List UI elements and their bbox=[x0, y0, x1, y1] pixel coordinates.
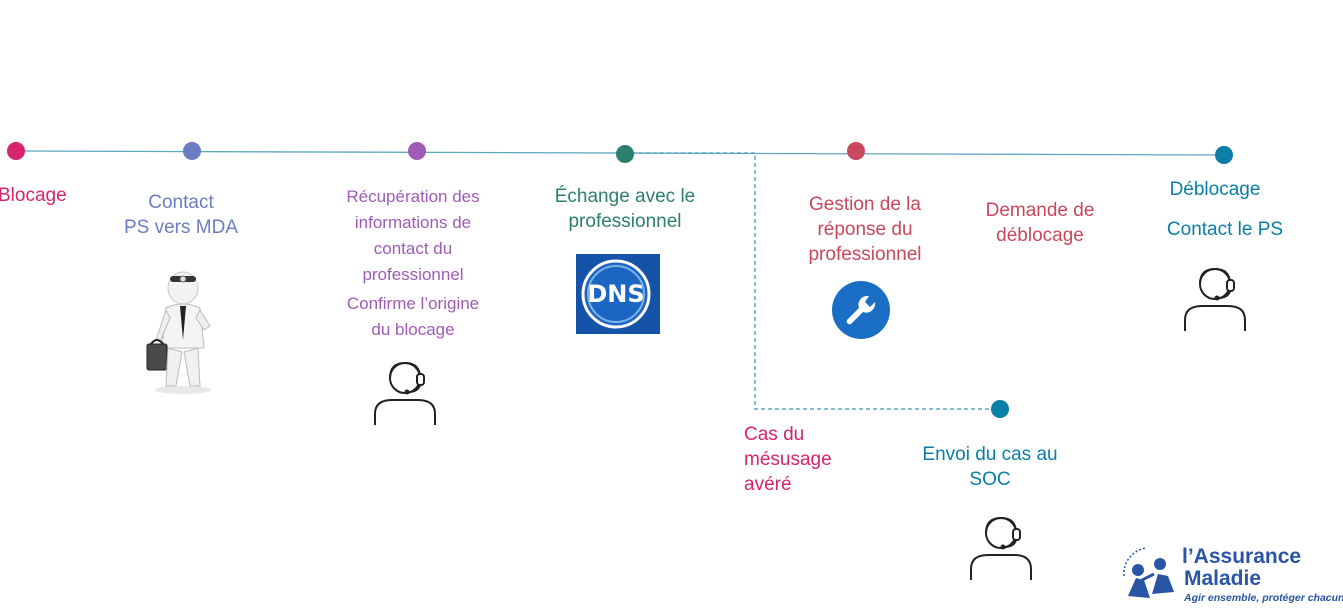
recup-line1: Récupération des bbox=[346, 187, 480, 206]
cas-line1: Cas du bbox=[744, 424, 805, 445]
label-confirme: Confirme l’origine du blocage bbox=[323, 291, 503, 343]
confirme-line2: du blocage bbox=[371, 320, 455, 339]
label-deblocage: Déblocage bbox=[1140, 177, 1290, 202]
label-envoi-soc: Envoi du cas au SOC bbox=[900, 442, 1080, 492]
dot-echange bbox=[616, 145, 634, 163]
headset-agent-icon bbox=[970, 516, 1032, 580]
contact-line1: Contact bbox=[148, 192, 214, 213]
dot-deblocage bbox=[1215, 146, 1233, 164]
label-contact-ps: Contact le PS bbox=[1140, 217, 1310, 242]
label-blocage: Blocage bbox=[0, 183, 78, 208]
gestion-line1: Gestion de la bbox=[809, 194, 921, 215]
contact-line2: PS vers MDA bbox=[123, 217, 239, 238]
dns-icon: DNS bbox=[576, 254, 660, 334]
logo-line1: l’Assurance bbox=[1182, 545, 1302, 568]
label-gestion: Gestion de la réponse du professionnel bbox=[780, 192, 950, 267]
blocage-text: Blocage bbox=[0, 185, 67, 206]
branch-dashed-line bbox=[625, 152, 1000, 410]
gestion-line2: réponse du bbox=[817, 219, 913, 240]
assurance-maladie-logo: l’Assurance Maladie Agir ensemble, proté… bbox=[1116, 540, 1343, 610]
label-contact: Contact PS vers MDA bbox=[96, 190, 266, 240]
label-demande: Demande de déblocage bbox=[960, 198, 1120, 248]
doctor-figure-icon bbox=[146, 271, 211, 394]
label-cas-mesusage: Cas du mésusage avéré bbox=[744, 422, 864, 497]
dot-recuperation bbox=[408, 142, 426, 160]
dns-badge-text: DNS bbox=[587, 280, 645, 308]
confirme-line1: Confirme l’origine bbox=[346, 294, 480, 313]
label-echange: Échange avec le professionnel bbox=[530, 184, 720, 234]
dot-contact bbox=[183, 142, 201, 160]
logo-figures-icon bbox=[1123, 547, 1174, 598]
envoi-line1: Envoi du cas au bbox=[922, 444, 1058, 465]
demande-line1: Demande de bbox=[985, 200, 1095, 221]
headset-agent-icon bbox=[1184, 267, 1246, 331]
wrench-icon bbox=[832, 281, 890, 339]
recup-line3: contact du bbox=[373, 239, 453, 258]
deblocage-text: Déblocage bbox=[1169, 179, 1261, 200]
dot-blocage bbox=[7, 142, 25, 160]
cas-line2: mésusage bbox=[744, 449, 832, 470]
demande-line2: déblocage bbox=[996, 225, 1084, 246]
logo-tagline: Agir ensemble, protéger chacun bbox=[1184, 592, 1343, 604]
contact-ps-text: Contact le PS bbox=[1166, 219, 1284, 240]
headset-agent-icon bbox=[374, 361, 436, 425]
cas-line3: avéré bbox=[744, 474, 792, 495]
label-recuperation: Récupération des informations de contact… bbox=[323, 184, 503, 288]
echange-line1: Échange avec le bbox=[554, 186, 696, 207]
logo-line2: Maladie bbox=[1184, 567, 1262, 590]
echange-line2: professionnel bbox=[568, 211, 682, 232]
dot-gestion bbox=[847, 142, 865, 160]
envoi-line2: SOC bbox=[969, 469, 1011, 490]
gestion-line3: professionnel bbox=[808, 244, 922, 265]
dot-envoi-soc bbox=[991, 400, 1009, 418]
recup-line2: informations de bbox=[354, 213, 472, 232]
recup-line4: professionnel bbox=[362, 265, 464, 284]
